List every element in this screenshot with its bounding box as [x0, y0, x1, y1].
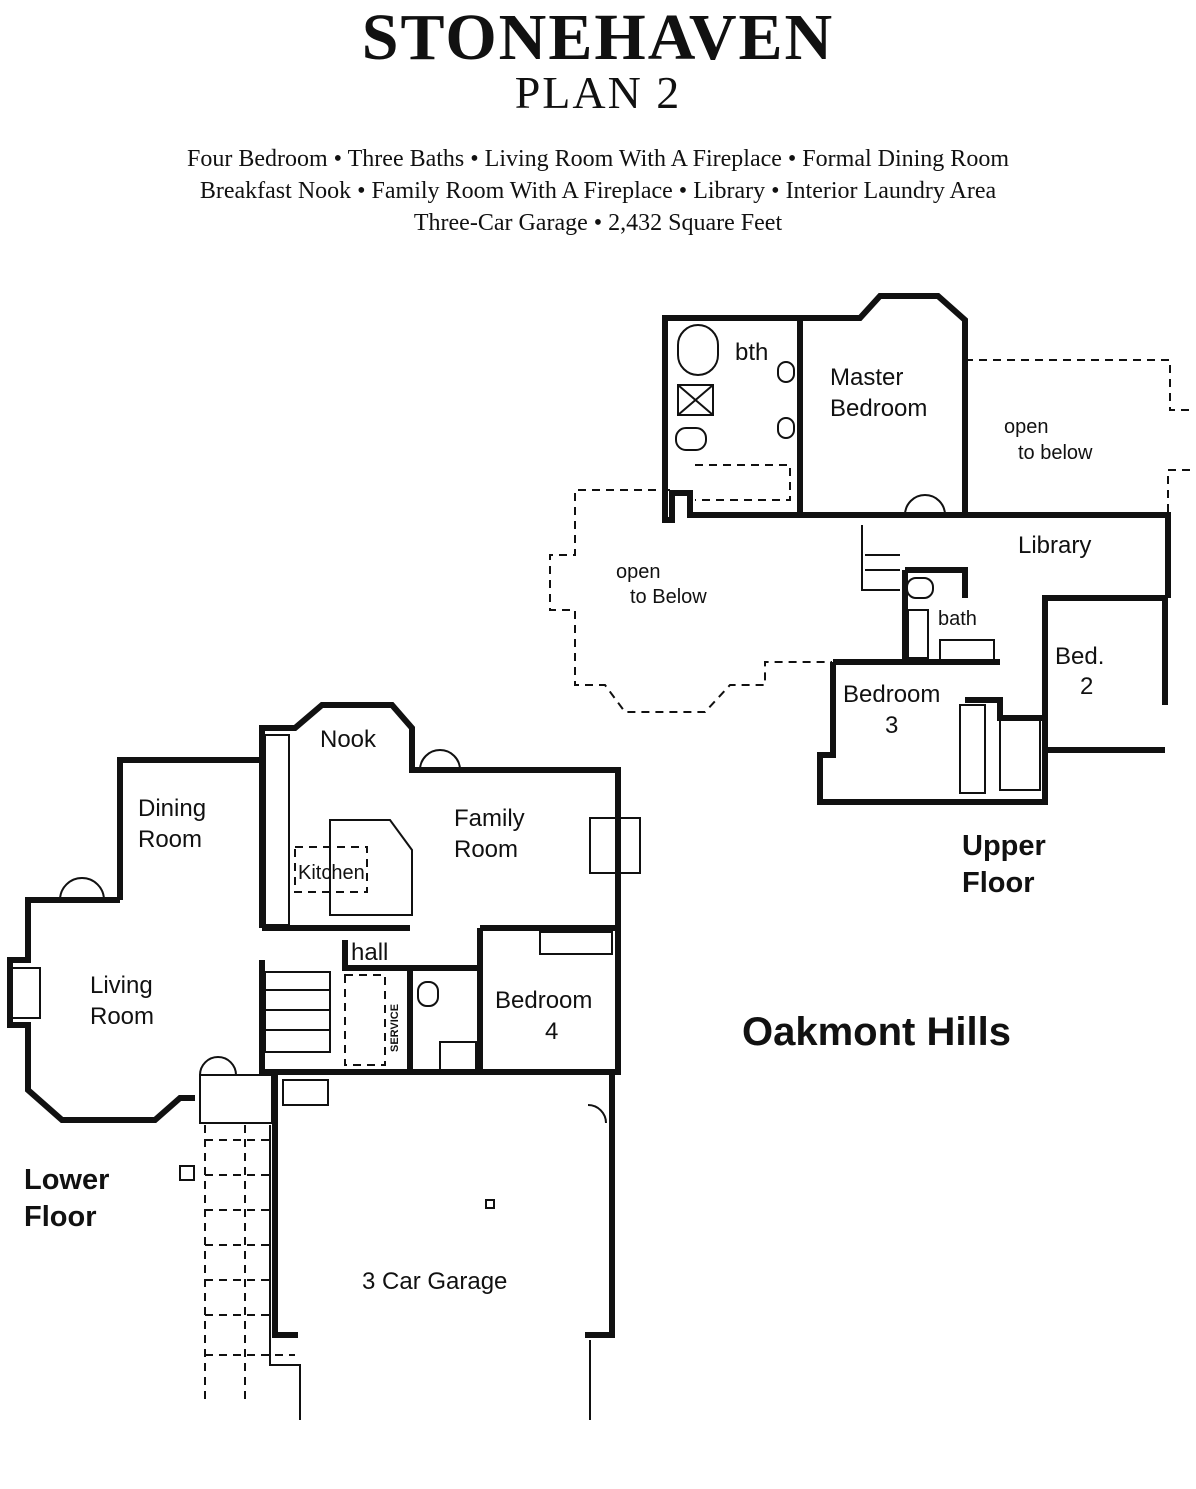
- garage-walls: [272, 1069, 615, 1338]
- walkway-pavers: [204, 1125, 295, 1400]
- toilet-hall: [906, 577, 934, 599]
- open-to-below-right-outline: [965, 359, 1190, 515]
- label-open-right-1: open: [1004, 416, 1049, 438]
- label-bed2-1: Bed.: [1055, 643, 1104, 670]
- plan-number: PLAN 2: [514, 67, 682, 118]
- upper-floor-label-1: Upper: [962, 830, 1046, 862]
- lower-room-labels: Nook Dining Room Family Room Kitchen hal…: [24, 726, 592, 1295]
- bedroom4-closet: [539, 931, 613, 955]
- garage-floor-drain: [485, 1199, 495, 1209]
- living-room-walls: [7, 897, 195, 1123]
- shower: [677, 384, 714, 416]
- label-open-left-2: to Below: [630, 586, 707, 608]
- water-heater: [282, 1079, 329, 1106]
- label-living-2: Room: [90, 1003, 154, 1030]
- open-to-below-left-outline: [549, 489, 832, 713]
- powder-shower: [439, 1041, 477, 1071]
- driveway-lines: [269, 1125, 591, 1420]
- label-dining-1: Dining: [138, 795, 206, 822]
- label-living-1: Living: [90, 972, 153, 999]
- bathtub: [677, 324, 719, 376]
- features-line-1: Four Bedroom • Three Baths • Living Room…: [187, 146, 1009, 172]
- master-bath-walls: [662, 315, 803, 523]
- upper-floor-plan: [549, 293, 1190, 805]
- shower-cross-b: [677, 384, 714, 416]
- laundry-area: [344, 974, 386, 1066]
- label-nook: Nook: [320, 726, 377, 753]
- plan-title: STONEHAVEN: [361, 1, 835, 74]
- dining-room-walls: [117, 757, 262, 900]
- stair-outline: [861, 525, 900, 591]
- living-fireplace: [7, 967, 41, 1019]
- kitchen-work-area: [294, 846, 368, 893]
- dining-door-swing: [59, 877, 105, 901]
- label-open-right-2: to below: [1018, 442, 1093, 464]
- label-library: Library: [1018, 532, 1091, 559]
- label-family-2: Room: [454, 836, 518, 863]
- label-bath: bath: [938, 608, 977, 630]
- hall-bath-vanity: [939, 639, 995, 661]
- garage-door-swing: [587, 1104, 607, 1124]
- nook-door-swing: [419, 749, 461, 771]
- lower-floor-label-1: Lower: [24, 1164, 109, 1196]
- label-master-2: Bedroom: [830, 395, 927, 422]
- label-hall: hall: [351, 939, 388, 966]
- lower-floor-label-2: Floor: [24, 1201, 97, 1233]
- bed2-closet: [999, 719, 1041, 791]
- label-dining-2: Room: [138, 826, 202, 853]
- toilet-powder: [417, 981, 439, 1007]
- label-bedroom3-1: Bedroom: [843, 681, 940, 708]
- features-line-3: Three-Car Garage • 2,432 Square Feet: [413, 210, 783, 236]
- walk-in-closet-outline: [695, 464, 791, 501]
- nook-family-walls: [259, 702, 621, 931]
- kitchen-counter-west: [264, 734, 290, 926]
- label-service: SERVICE: [389, 1004, 401, 1052]
- lamp-post: [179, 1165, 195, 1181]
- label-master-1: Master: [830, 364, 903, 391]
- label-bedroom3-2: 3: [885, 712, 898, 739]
- label-bedroom4-2: 4: [545, 1018, 558, 1045]
- label-bed2-2: 2: [1080, 673, 1093, 700]
- upper-room-labels: bth Master Bedroom open to below open to…: [616, 339, 1104, 899]
- features-line-2: Breakfast Nook • Family Room With A Fire…: [199, 178, 997, 204]
- stairs: [264, 971, 331, 1053]
- label-bedroom4-1: Bedroom: [495, 987, 592, 1014]
- bedroom3-closet: [959, 704, 986, 794]
- family-fireplace: [589, 817, 641, 874]
- sink-1: [777, 361, 795, 383]
- hall-bath-tub: [907, 609, 929, 659]
- sink-2: [777, 417, 795, 439]
- upper-floor-label-2: Floor: [962, 867, 1035, 899]
- toilet-master: [675, 427, 707, 451]
- entry-door-swing: [199, 1056, 237, 1076]
- kitchen-island: [329, 819, 413, 916]
- label-open-left-1: open: [616, 561, 661, 583]
- label-garage: 3 Car Garage: [362, 1268, 507, 1295]
- lower-floor-plan: [7, 702, 641, 1420]
- community-name: Oakmont Hills: [742, 1010, 1011, 1054]
- label-family-1: Family: [454, 805, 525, 832]
- library-walls: [860, 512, 1171, 721]
- entry-porch: [199, 1074, 273, 1124]
- label-kitchen: Kitchen: [298, 862, 365, 884]
- bedroom3-walls: [817, 659, 1048, 805]
- label-bth: bth: [735, 339, 768, 366]
